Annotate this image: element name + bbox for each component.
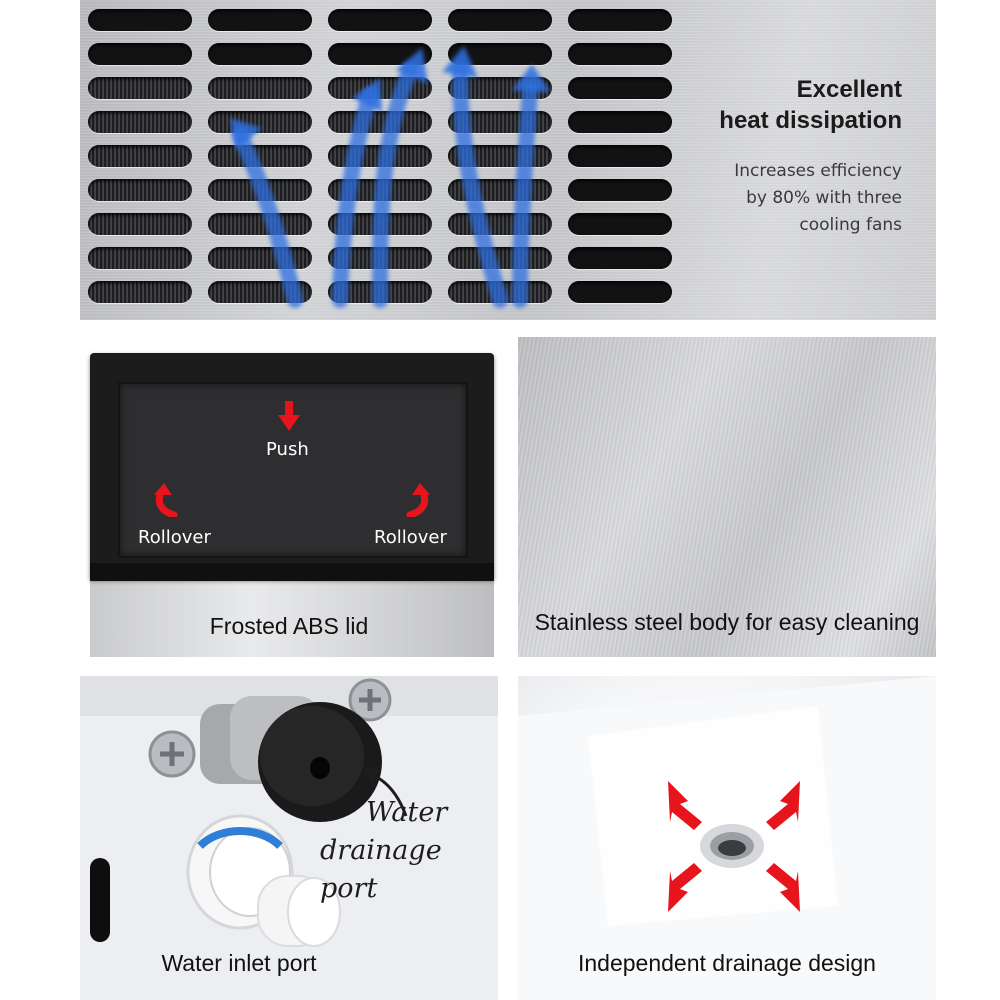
drainage-caption: Independent drainage design [578,950,876,976]
arrow-bottom-left-icon [668,863,702,912]
vent-slot [448,43,552,65]
push-label: Push [266,439,309,460]
vent-slot [88,145,192,167]
rollover-right-label: Rollover [374,527,447,548]
heat-description: Increases efficiency by 80% with three c… [672,158,902,239]
heat-title-line-1: Excellent [796,76,902,103]
screw-icon [348,678,392,722]
vent-slot [568,213,672,235]
arrow-top-right-icon [766,781,800,830]
drainage-design-panel: Independent drainage design [518,676,936,1000]
airflow-arrows-icon [230,46,550,308]
heat-desc-line-1: Increases efficiency [734,161,902,181]
vent-slot [88,111,192,133]
vent-slot [208,43,312,65]
heat-desc-line-2: by 80% with three [746,188,902,208]
vent-slot [568,9,672,31]
vent-slot [88,77,192,99]
vent-slot [448,9,552,31]
drainage-annotation-line-1: Water [366,797,448,828]
vent-slot [88,9,192,31]
ports-illustration [80,676,498,1000]
heat-desc-line-3: cooling fans [799,215,902,235]
arrow-bottom-right-icon [766,863,800,912]
push-arrow-icon [278,401,300,431]
rollover-right-arrow-icon [406,483,430,517]
drainage-annotation-line-2: drainage port [320,835,442,904]
vent-slot [568,281,672,303]
lid-panel: Push Rollover Rollover Frosted ABS lid [80,337,498,657]
vent-slot [568,247,672,269]
heat-title: Excellent heat dissipation [719,74,902,136]
vent-slot [88,213,192,235]
inlet-caption: Water inlet port [161,950,317,976]
vent-slot [328,43,432,65]
arrow-top-left-icon [668,781,702,830]
vent-slot [208,77,312,99]
vent-slot [568,179,672,201]
vent-slot [568,111,672,133]
vent-slot [568,77,672,99]
stainless-steel-panel: Stainless steel body for easy cleaning [518,337,936,657]
drain-basin-illustration [518,676,936,1000]
vent-slot [88,247,192,269]
vent-slot [328,9,432,31]
rollover-left-arrow-icon [154,483,178,517]
steel-caption: Stainless steel body for easy cleaning [534,609,920,635]
steel-base [90,579,494,657]
heat-title-line-2: heat dissipation [719,107,902,134]
screw-icon [148,730,196,778]
rollover-left-label: Rollover [138,527,211,548]
vent-slot [568,43,672,65]
brushed-steel-texture [518,337,936,657]
drain-hole-icon [700,824,764,868]
vent-slot [208,145,312,167]
water-port-panel: Water drainage port Water inlet port [80,676,498,1000]
lid-caption: Frosted ABS lid [209,613,369,639]
vent-slot [208,9,312,31]
vent-slot [568,145,672,167]
vent-slot [88,43,192,65]
vent-slot [88,179,192,201]
vent-slot [208,213,312,235]
vent-slot [88,281,192,303]
heat-dissipation-panel: Excellent heat dissipation Increases eff… [80,0,936,320]
lid-rim [90,563,494,581]
